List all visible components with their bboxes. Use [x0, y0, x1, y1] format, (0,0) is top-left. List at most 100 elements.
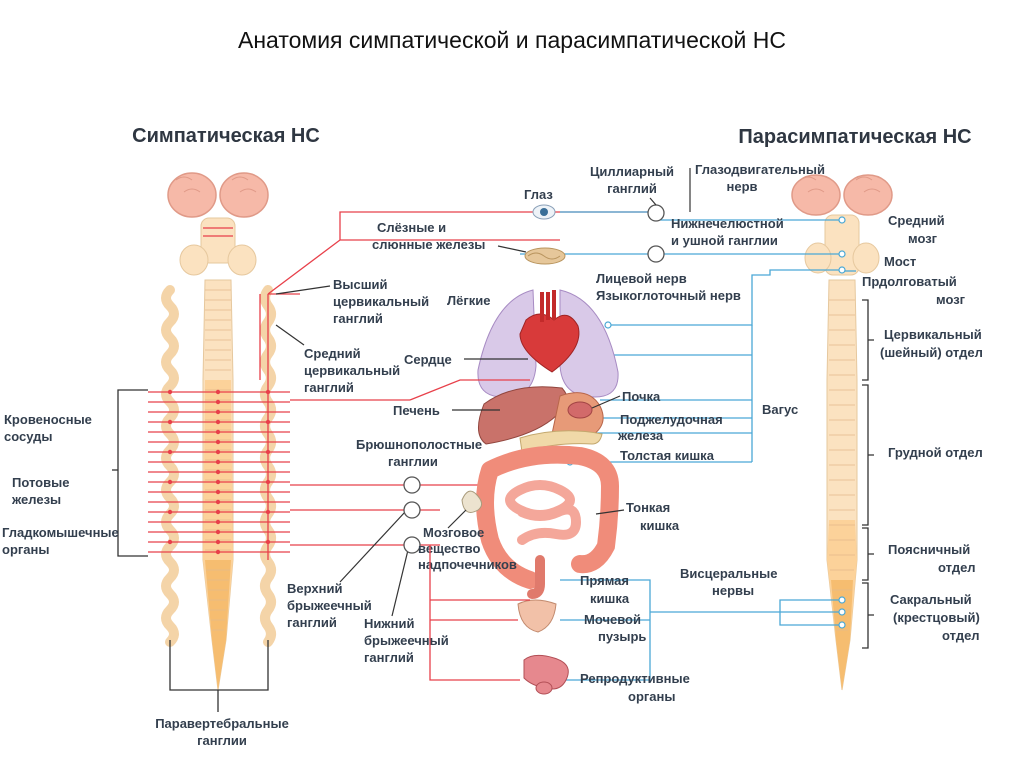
label-eye: Глаз: [524, 187, 553, 202]
label-sweat: Потовые железы: [11, 475, 69, 507]
label-bladder: Мочевой пузырь: [584, 612, 646, 644]
label-adrenal-line1: Мозговое: [423, 525, 484, 540]
label-cervical-line1: Цервикальный: [884, 327, 982, 342]
label-sup-mes-line1: Верхний: [287, 581, 342, 596]
label-heart-text: Сердце: [404, 352, 452, 367]
label-adrenal-line2: вещество: [418, 541, 480, 556]
diagram-title: Анатомия симпатической и парасимпатическ…: [238, 27, 786, 53]
label-liver: Печень: [393, 403, 500, 418]
label-small-intestine: Тонкая кишка: [595, 500, 680, 533]
bladder-organ: [517, 599, 557, 633]
label-cervical-line2: (шейный) отдел: [880, 345, 983, 360]
label-medulla-line1: Прдолговатый: [862, 274, 957, 289]
label-sacral: Сакральный (крестцовый) отдел: [890, 592, 980, 643]
left-target-brackets: [112, 389, 269, 712]
label-inferior-mesenteric: Нижний брыжеечный ганглий: [364, 549, 449, 665]
label-thoracic: Грудной отдел: [888, 445, 983, 460]
parasympathetic-header: Парасимпатическая НС: [738, 126, 971, 148]
label-midbrain-line2: мозг: [908, 231, 938, 246]
small-intestine-organ: [505, 480, 582, 545]
label-inf-mes-line2: брыжеечный: [364, 633, 449, 648]
reproductive-organ: [523, 654, 569, 695]
label-sacral-line1: Сакральный: [890, 592, 972, 607]
label-lungs: Лёгкие: [447, 293, 491, 308]
label-small-intestine-line1: Тонкая: [626, 500, 670, 515]
sympathetic-brainstem: [167, 172, 269, 276]
label-sacral-line3: отдел: [942, 628, 980, 643]
label-colon: Толстая кишка: [620, 448, 715, 463]
sympathetic-organ-fibers: [409, 379, 530, 681]
label-vessels-line2: сосуды: [4, 429, 53, 444]
superior-mesenteric-ganglion-node: [403, 501, 421, 519]
label-superior-ganglion-line3: ганглий: [333, 311, 383, 326]
label-adrenal-line3: надпочечников: [418, 557, 517, 572]
label-middle-ganglion-line1: Средний: [304, 346, 361, 361]
label-facial-nerve: Лицевой нерв: [596, 271, 687, 286]
lungs-organ: [477, 289, 619, 398]
label-vessels: Кровеносные сосуды: [4, 412, 92, 444]
label-vagus: Вагус: [762, 402, 798, 417]
label-small-intestine-line2: кишка: [640, 518, 680, 533]
label-superior-ganglion-line2: цервикальный: [333, 294, 429, 309]
celiac-ganglion-node: [403, 476, 421, 494]
label-rectum: Прямая кишка: [580, 573, 630, 606]
parasympathetic-spinal-cord: [826, 279, 858, 691]
label-smooth-muscle: Гладкомышечные органы: [2, 525, 119, 557]
label-pancreas: Поджелудочная железа: [617, 412, 723, 443]
label-facial-glosso: Лицевой нерв Языкоглоточный нерв: [596, 271, 741, 303]
label-superior-ganglion: Высший цервикальный ганглий: [275, 277, 429, 326]
label-sweat-line2: железы: [11, 492, 61, 507]
label-submandibular-line2: и ушной ганглии: [671, 233, 778, 248]
label-paravertebral-line1: Паравертебральные: [155, 716, 289, 731]
label-sup-mes-line3: ганглий: [287, 615, 337, 630]
submandibular-ganglion-node: [647, 245, 665, 263]
label-visceral-line2: нервы: [712, 583, 754, 598]
label-adrenal: Мозговое вещество надпочечников: [418, 509, 517, 572]
label-submandibular-line1: Нижнечелюстной: [671, 216, 784, 231]
label-pons: Мост: [884, 254, 916, 269]
adrenal-organ: [461, 490, 482, 513]
label-submandibular: Нижнечелюстной и ушной ганглии: [671, 216, 784, 248]
label-liver-text: Печень: [393, 403, 440, 418]
label-celiac-line2: ганглии: [388, 454, 438, 469]
label-medulla-line2: мозг: [936, 292, 966, 307]
label-middle-ganglion-line3: ганглий: [304, 380, 354, 395]
label-pancreas-line1: Поджелудочная: [620, 412, 723, 427]
label-middle-ganglion: Средний цервикальный ганглий: [275, 324, 400, 395]
kidney-organ: [567, 401, 593, 419]
ciliary-ganglion-node: [647, 204, 665, 222]
label-oculomotor-line2: нерв: [726, 179, 757, 194]
spinal-dots: [167, 389, 271, 555]
label-cervical: Цервикальный (шейный) отдел: [880, 327, 983, 360]
right-region-brackets: [862, 299, 874, 649]
label-reproductive-line2: органы: [628, 689, 675, 704]
sympathetic-spinal-cord: [202, 279, 234, 691]
label-glands-line1: Слёзные и: [377, 220, 446, 235]
label-celiac-ganglia: Брюшнополостные ганглии: [356, 437, 482, 469]
colon-organ: [476, 445, 620, 589]
parasympathetic-brainstem: [791, 174, 893, 276]
label-sup-mes-line2: брыжеечный: [287, 598, 372, 613]
label-oculomotor: Глазодвигательный нерв: [689, 162, 825, 212]
label-smooth-muscle-line1: Гладкомышечные: [2, 525, 119, 540]
label-inf-mes-line1: Нижний: [364, 616, 414, 631]
rectum-organ: [527, 555, 545, 599]
label-kidney: Почка: [591, 389, 661, 409]
label-middle-ganglion-line2: цервикальный: [304, 363, 400, 378]
label-visceral-line1: Висцеральные: [680, 566, 777, 581]
label-medulla: Прдолговатый мозг: [862, 274, 966, 307]
label-sweat-line1: Потовые: [12, 475, 69, 490]
eye-organ: [532, 204, 556, 220]
label-midbrain-line1: Средний: [888, 213, 945, 228]
label-paravertebral-line2: ганглии: [197, 733, 247, 748]
label-heart: Сердце: [404, 352, 528, 367]
label-inf-mes-line3: ганглий: [364, 650, 414, 665]
label-superior-ganglion-line1: Высший: [333, 277, 388, 292]
label-reproductive: Репродуктивные органы: [580, 671, 690, 704]
parasympathetic-ganglion-nodes: [647, 204, 665, 263]
label-lumbar-line2: отдел: [938, 560, 976, 575]
label-superior-mesenteric: Верхний брыжеечный ганглий: [287, 511, 406, 630]
left-sympathetic-chain: [161, 285, 179, 647]
label-paravertebral: Паравертебральные ганглии: [155, 716, 289, 748]
